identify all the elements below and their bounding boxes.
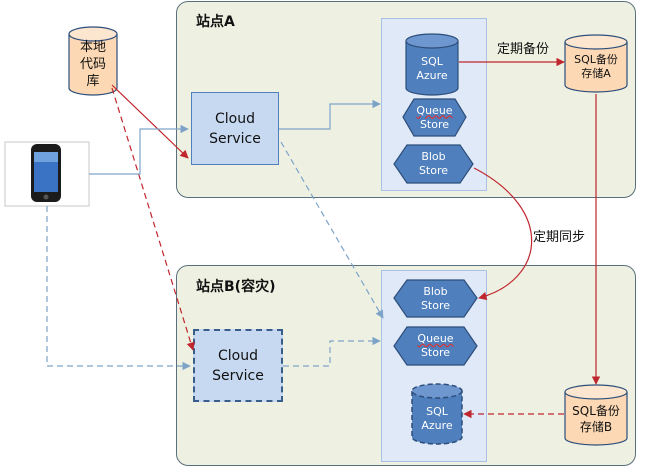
blob-a-to-blob-b-arrow — [473, 167, 533, 301]
repo-to-cloud-a-arrow — [111, 84, 189, 159]
sql-azure-b-label: SQL Azure — [412, 400, 462, 438]
queue-store-a-hexagon — [402, 98, 467, 137]
sql-azure-a-line2: Azure — [416, 69, 448, 82]
queue-store-a-line1: Queue — [416, 103, 453, 117]
cloud-a-to-storage-a-arrow — [279, 99, 381, 130]
site-b-title: 站点B(容灾) — [196, 279, 276, 295]
sql-backup-b-cylinder — [564, 384, 628, 446]
blob-store-b-label: Blob Store — [394, 280, 477, 317]
sql-azure-a-label: SQL Azure — [406, 50, 458, 88]
sql-azure-a-cylinder — [405, 33, 459, 96]
cloud-service-b: Cloud Service — [193, 329, 283, 402]
blob-store-b-line2: Store — [420, 298, 451, 312]
sql-azure-b-line1: SQL — [426, 405, 448, 418]
cloud-service-b-line2: Service — [212, 367, 264, 384]
cloud-service-a-line1: Cloud — [215, 110, 255, 127]
sql-backup-a-line1: SQL备份 — [574, 53, 618, 66]
sql-backup-a-line2: 存储A — [581, 67, 611, 80]
sql-azure-b-line2: Azure — [421, 419, 453, 432]
cloud-service-b-line1: Cloud — [218, 347, 258, 364]
queue-store-a-line2: Store — [419, 117, 450, 131]
blob-store-a-line1: Blob — [421, 150, 446, 163]
cloud-a-to-storage-b-arrow — [280, 141, 384, 319]
local-repo-line3: 库 — [86, 73, 100, 89]
sync-edge-label: 定期同步 — [533, 230, 586, 245]
blob-store-a-line2: Store — [418, 164, 449, 177]
sql-backup-b-line2: 存储B — [579, 420, 613, 434]
cloud-service-a-line2: Service — [209, 130, 261, 147]
cloud-b-to-storage-b-arrow — [283, 336, 381, 367]
sql-azure-b-cylinder — [411, 383, 463, 445]
blob-store-a-hexagon — [393, 144, 474, 184]
smartphone-icon — [4, 141, 90, 207]
blob-store-a-label: Blob Store — [394, 145, 473, 183]
backup-edge-label: 定期备份 — [497, 42, 550, 57]
repo-to-cloud-b-arrow — [111, 87, 195, 351]
local-repo-label: 本地 代码 库 — [69, 39, 117, 89]
local-repo-cylinder — [68, 26, 118, 96]
queue-store-b-line1: Queue — [417, 332, 454, 345]
sql-azure-a-line1: SQL — [421, 55, 443, 68]
sql-backup-b-line1: SQL备份 — [572, 404, 620, 418]
local-repo-line1: 本地 — [79, 39, 106, 55]
sql-backup-b-label: SQL备份 存储B — [565, 399, 627, 439]
queue-store-b-label: Queue Store — [394, 327, 477, 365]
queue-store-b-hexagon — [393, 326, 478, 366]
phone-to-cloud-b-arrow — [46, 206, 191, 371]
cloud-service-a: Cloud Service — [191, 92, 279, 165]
blob-store-b-line1: Blob — [423, 284, 448, 298]
queue-store-b-line2: Store — [420, 346, 451, 359]
local-repo-line2: 代码 — [79, 56, 106, 72]
sql-backup-a-label: SQL备份 存储A — [565, 48, 627, 86]
site-a-title: 站点A — [196, 14, 235, 30]
queue-store-a-label: Queue Store — [403, 99, 466, 136]
blob-store-b-hexagon — [393, 279, 478, 318]
sql-backup-a-cylinder — [564, 34, 628, 93]
phone-to-cloud-a-arrow — [89, 124, 189, 175]
